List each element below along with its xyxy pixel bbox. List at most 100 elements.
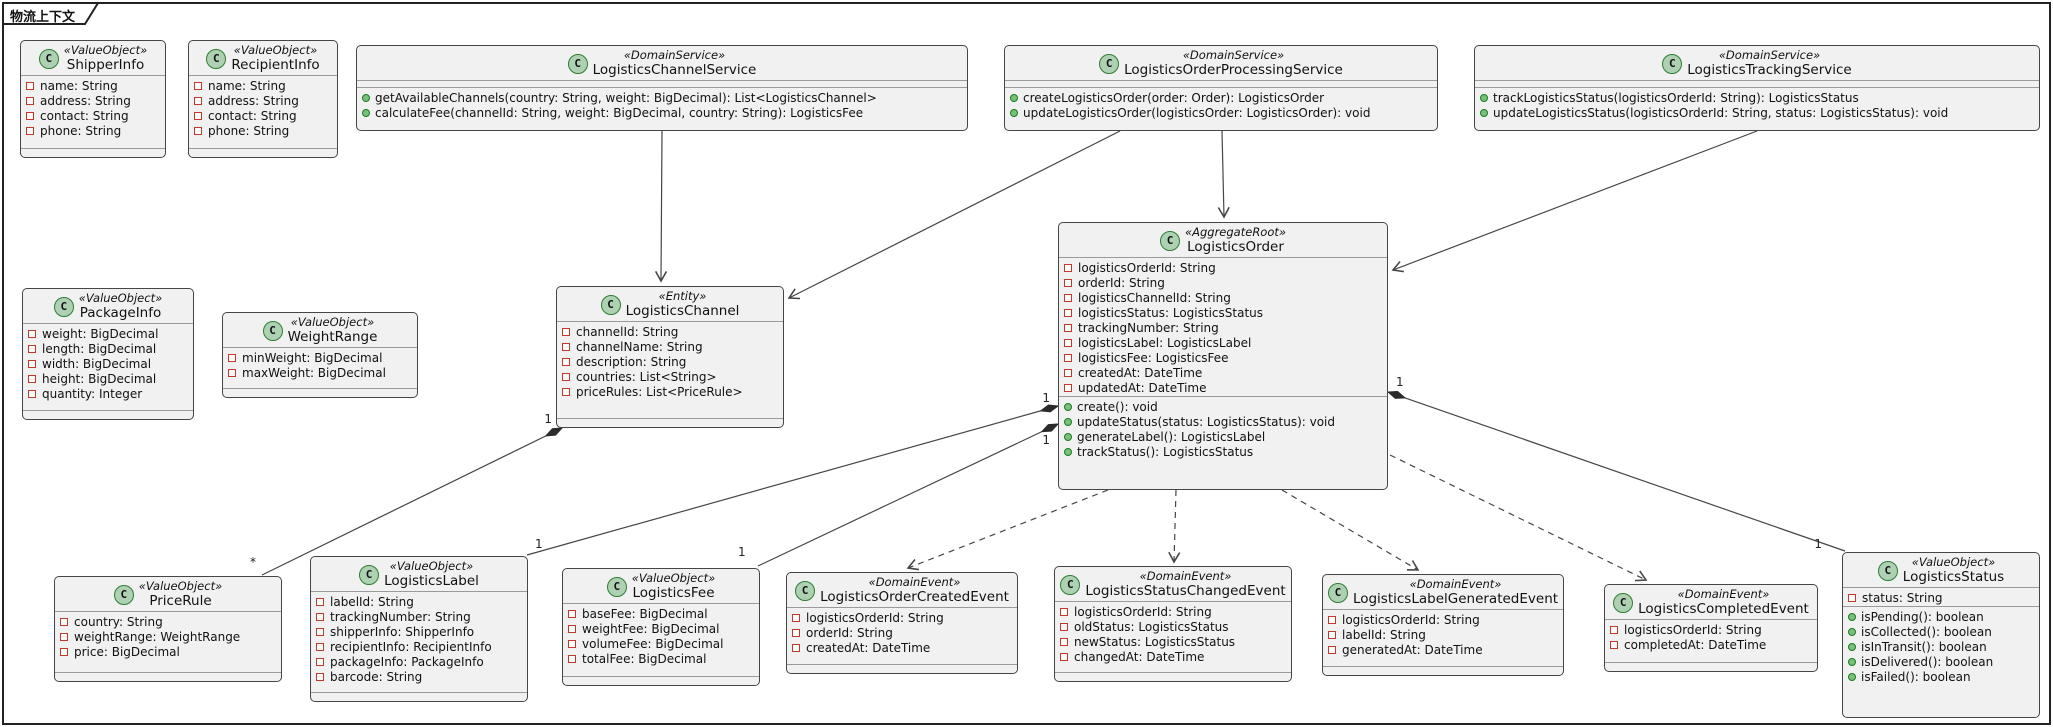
private-field-icon bbox=[1848, 593, 1856, 602]
attribute-row: barcode: String bbox=[311, 669, 527, 684]
class-box-logisticslabel: C «ValueObject»LogisticsLabel labelId: S… bbox=[310, 556, 528, 702]
attribute-text: baseFee: BigDecimal bbox=[582, 606, 708, 621]
attribute-row: countries: List<String> bbox=[557, 369, 783, 384]
composition-diamond bbox=[1040, 423, 1060, 433]
empty-methods-compartment bbox=[1055, 672, 1291, 681]
class-header: C «ValueObject»ShipperInfo bbox=[21, 41, 165, 76]
attribute-text: phone: String bbox=[40, 123, 122, 138]
attribute-row: logisticsOrderId: String bbox=[1323, 612, 1563, 627]
class-header: C «ValueObject»LogisticsStatus bbox=[1843, 553, 2039, 588]
attribute-text: width: BigDecimal bbox=[42, 356, 152, 371]
class-circle-icon: C bbox=[53, 296, 74, 317]
class-circle-icon: C bbox=[1613, 592, 1634, 613]
class-name: LogisticsCompletedEvent bbox=[1638, 601, 1809, 617]
private-field-icon bbox=[1060, 652, 1068, 661]
private-field-icon bbox=[26, 96, 34, 105]
empty-attributes-compartment bbox=[357, 81, 967, 88]
attribute-text: channelName: String bbox=[576, 339, 703, 354]
method-text: updateLogisticsOrder(logisticsOrder: Log… bbox=[1023, 105, 1371, 120]
empty-methods-compartment bbox=[1323, 666, 1563, 675]
attribute-row: name: String bbox=[189, 78, 337, 93]
private-field-icon bbox=[1328, 630, 1336, 639]
method-row: isFailed(): boolean bbox=[1843, 669, 2039, 684]
method-row: isDelivered(): boolean bbox=[1843, 654, 2039, 669]
attribute-text: weightRange: WeightRange bbox=[74, 629, 241, 644]
attribute-row: orderId: String bbox=[787, 625, 1017, 640]
class-box-recipientinfo: C «ValueObject»RecipientInfo name: Strin… bbox=[188, 40, 338, 158]
private-field-icon bbox=[194, 96, 202, 105]
class-circle-icon: C bbox=[567, 53, 588, 74]
attribute-row: changedAt: DateTime bbox=[1055, 649, 1291, 664]
attribute-text: logisticsFee: LogisticsFee bbox=[1078, 350, 1229, 365]
class-header: C «ValueObject»LogisticsLabel bbox=[311, 557, 527, 592]
dashed-arrow-order-createdevent bbox=[906, 489, 1109, 571]
public-method-icon bbox=[1010, 108, 1018, 117]
attribute-row: logisticsFee: LogisticsFee bbox=[1059, 350, 1387, 365]
private-field-icon bbox=[316, 597, 324, 606]
private-field-icon bbox=[1328, 615, 1336, 624]
private-field-icon bbox=[1610, 640, 1618, 649]
attribute-text: labelId: String bbox=[330, 594, 414, 609]
class-stereotype: «ValueObject» bbox=[138, 579, 223, 593]
attribute-text: name: String bbox=[208, 78, 286, 93]
attribute-row: recipientInfo: RecipientInfo bbox=[311, 639, 527, 654]
attribute-text: price: BigDecimal bbox=[74, 644, 180, 659]
attribute-text: logisticsOrderId: String bbox=[1624, 622, 1762, 637]
class-box-logisticsstatuschangedevent: C «DomainEvent»LogisticsStatusChangedEve… bbox=[1054, 566, 1292, 682]
public-method-icon bbox=[1064, 417, 1072, 426]
private-field-icon bbox=[568, 609, 576, 618]
attribute-text: quantity: Integer bbox=[42, 386, 143, 401]
attribute-row: country: String bbox=[55, 614, 281, 629]
attribute-row: name: String bbox=[21, 78, 165, 93]
attribute-row: priceRules: List<PriceRule> bbox=[557, 384, 783, 399]
attribute-text: weightFee: BigDecimal bbox=[582, 621, 720, 636]
attribute-row: status: String bbox=[1843, 590, 2039, 605]
attribute-row: logisticsChannelId: String bbox=[1059, 290, 1387, 305]
attribute-text: barcode: String bbox=[330, 669, 423, 684]
attribute-text: height: BigDecimal bbox=[42, 371, 157, 386]
class-circle-icon: C bbox=[1662, 53, 1683, 74]
attribute-text: logisticsChannelId: String bbox=[1078, 290, 1231, 305]
multiplicity-label: 1 bbox=[535, 537, 543, 551]
private-field-icon bbox=[26, 81, 34, 90]
dashed-arrow-order-statuschangedevent bbox=[1168, 489, 1181, 564]
arrow-orderservice-to-order bbox=[1217, 130, 1230, 219]
arrow-trackingservice-to-order bbox=[1391, 130, 1758, 273]
attribute-row: totalFee: BigDecimal bbox=[563, 651, 759, 666]
attribute-text: minWeight: BigDecimal bbox=[242, 350, 383, 365]
method-row: create(): void bbox=[1059, 399, 1387, 414]
attribute-row: channelId: String bbox=[557, 324, 783, 339]
attribute-text: logisticsOrderId: String bbox=[1078, 260, 1216, 275]
empty-methods-compartment bbox=[1605, 662, 1817, 671]
attribute-text: logisticsOrderId: String bbox=[806, 610, 944, 625]
multiplicity-label: 1 bbox=[1814, 537, 1822, 551]
attribute-row: logisticsStatus: LogisticsStatus bbox=[1059, 305, 1387, 320]
class-header: C «DomainService»LogisticsOrderProcessin… bbox=[1005, 46, 1437, 81]
private-field-icon bbox=[194, 126, 202, 135]
class-stereotype: «ValueObject» bbox=[1911, 555, 1996, 569]
class-stereotype: «ValueObject» bbox=[63, 43, 148, 57]
empty-methods-compartment bbox=[21, 148, 165, 157]
attribute-text: maxWeight: BigDecimal bbox=[242, 365, 386, 380]
class-box-logisticschannel: C «Entity»LogisticsChannel channelId: St… bbox=[556, 286, 784, 428]
attribute-text: country: String bbox=[74, 614, 163, 629]
method-text: trackLogisticsStatus(logisticsOrderId: S… bbox=[1493, 90, 1859, 105]
class-stereotype: «DomainEvent» bbox=[1139, 569, 1232, 583]
class-stereotype: «ValueObject» bbox=[78, 291, 163, 305]
attribute-row: trackingNumber: String bbox=[311, 609, 527, 624]
attribute-row: maxWeight: BigDecimal bbox=[223, 365, 417, 380]
private-field-icon bbox=[1064, 293, 1072, 302]
method-text: updateStatus(status: LogisticsStatus): v… bbox=[1077, 414, 1336, 429]
public-method-icon bbox=[362, 108, 370, 117]
private-field-icon bbox=[792, 643, 800, 652]
attribute-row: createdAt: DateTime bbox=[787, 640, 1017, 655]
private-field-icon bbox=[1060, 622, 1068, 631]
class-box-logisticsstatus: C «ValueObject»LogisticsStatus status: S… bbox=[1842, 552, 2040, 718]
class-box-logisticsorder: C «AggregateRoot»LogisticsOrder logistic… bbox=[1058, 222, 1388, 490]
empty-methods-compartment bbox=[223, 388, 417, 397]
class-name: LogisticsStatusChangedEvent bbox=[1085, 583, 1286, 599]
attribute-row: generatedAt: DateTime bbox=[1323, 642, 1563, 657]
class-circle-icon: C bbox=[1160, 230, 1181, 251]
class-header: C «ValueObject»WeightRange bbox=[223, 313, 417, 348]
method-row: isInTransit(): boolean bbox=[1843, 639, 2039, 654]
